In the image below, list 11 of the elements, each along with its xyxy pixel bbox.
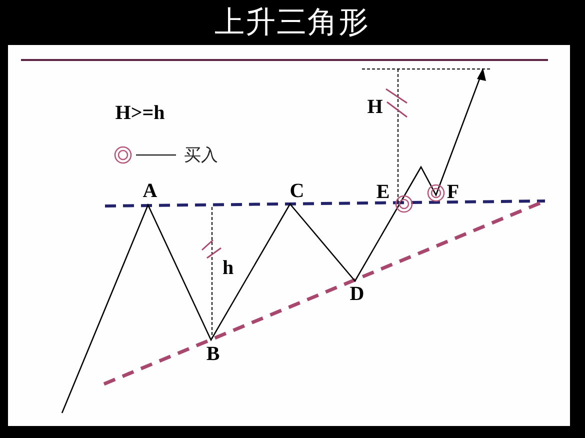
point-label: B	[206, 344, 220, 364]
point-label: C	[290, 181, 304, 201]
height-label: H	[367, 97, 383, 117]
point-label: E	[376, 182, 390, 202]
point-label: A	[142, 181, 158, 201]
title: 上升三角形	[214, 8, 370, 38]
point-label: F	[446, 182, 460, 202]
legend-label: 买入	[184, 148, 218, 164]
point-label: D	[350, 284, 364, 304]
formula-label: H>=h	[115, 103, 165, 123]
height-label: h	[222, 258, 234, 278]
